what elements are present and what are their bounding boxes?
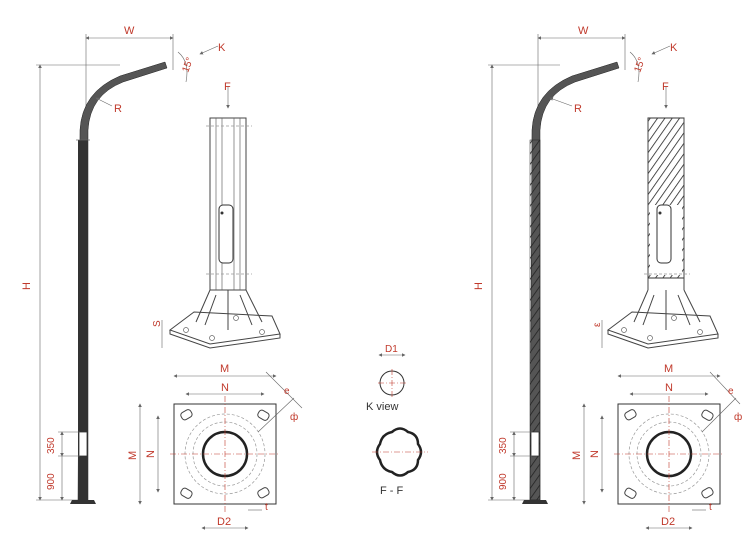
right-pole-elevation: H W 15° K R 350 900	[473, 25, 678, 504]
base-flange-label: S	[152, 320, 163, 327]
right-width-label: W	[578, 25, 589, 37]
door-offset-label: 900	[46, 473, 57, 490]
right-bolt-hole-label: e	[728, 386, 734, 397]
thickness-label: t	[265, 502, 268, 513]
right-section-arrow-label: F	[662, 81, 669, 93]
right-pole-shaft	[529, 61, 620, 501]
right-base-plate	[522, 500, 548, 504]
right-angle-label: 15°	[632, 56, 648, 74]
left-base-flange-plate	[168, 311, 281, 345]
right-bolt-circle-label: ф	[734, 411, 742, 423]
k-arrow-label: K	[218, 42, 226, 54]
section-detail: F - F	[372, 427, 428, 497]
plate-outer-label-top: M	[220, 363, 229, 375]
section-caption: F - F	[380, 485, 403, 497]
right-plate-outer-label-top: M	[664, 363, 673, 375]
left-base-perspective: F S	[152, 81, 281, 349]
right-door-offset-label: 900	[498, 473, 509, 490]
pole-shaft-dark	[78, 140, 88, 500]
bottom-diameter-label: D2	[217, 516, 231, 528]
k-view-detail: D1 K view	[366, 344, 406, 413]
right-k-arrow-label: K	[670, 42, 678, 54]
angle-label: 15°	[180, 56, 196, 74]
right-service-door	[530, 431, 540, 457]
right-height-label: H	[473, 282, 485, 290]
pole-shaft	[77, 61, 168, 501]
right-base-door	[656, 204, 672, 264]
service-door	[78, 431, 88, 457]
base-plate	[70, 500, 96, 504]
right-radius-label: R	[574, 103, 582, 115]
right-plate-inner-label-top: N	[665, 382, 673, 394]
right-plate-inner-label-side: N	[589, 450, 601, 458]
bolt-circle-label: ф	[290, 411, 298, 423]
right-base-flange-label: ε	[592, 322, 603, 327]
bolt-hole-label: e	[284, 386, 290, 397]
height-label: H	[21, 282, 33, 290]
right-base-perspective: F ε	[592, 81, 719, 349]
plate-outer-label-side: M	[127, 451, 139, 460]
plate-inner-label-top: N	[221, 382, 229, 394]
right-thickness-label: t	[709, 502, 712, 513]
right-door-height-label: 350	[498, 437, 509, 454]
right-base-flange-plate	[606, 311, 719, 345]
plate-inner-label-side: N	[145, 450, 157, 458]
left-base-door	[218, 204, 234, 264]
radius-label: R	[114, 103, 122, 115]
door-height-label: 350	[46, 437, 57, 454]
section-arrow-label: F	[224, 81, 231, 93]
right-bottom-diameter-label: D2	[661, 516, 675, 528]
left-plate-plan: M N M N e ф D2 t	[127, 363, 303, 530]
top-diameter-label: D1	[385, 344, 398, 355]
left-pole-elevation: H W 15° K R 350 900	[21, 25, 226, 504]
right-plate-plan: M N M N e ф D2 t	[571, 363, 742, 530]
k-view-caption: K view	[366, 401, 398, 413]
width-label: W	[124, 25, 135, 37]
right-plate-outer-label-side: M	[571, 451, 583, 460]
